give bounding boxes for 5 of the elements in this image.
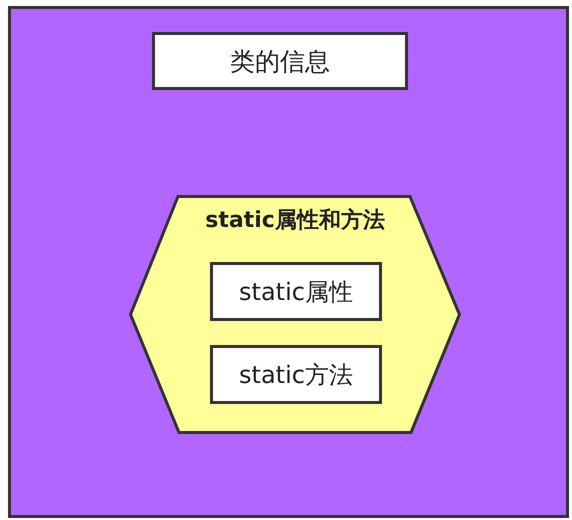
title-box: 类的信息 [152, 32, 408, 90]
item-box: static属性 [210, 262, 382, 321]
item-box: static方法 [210, 345, 382, 404]
hexagon-heading: static属性和方法 [205, 208, 385, 234]
container-box [8, 6, 569, 518]
